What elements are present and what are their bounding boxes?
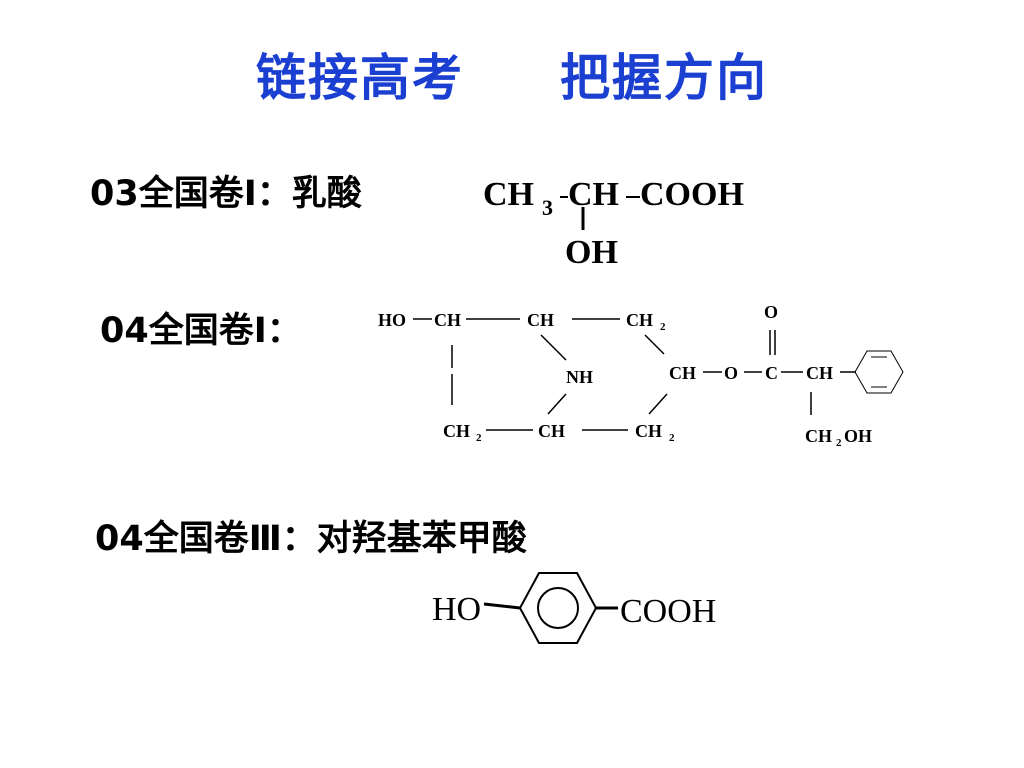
hba-bond-left [483,602,521,610]
alk-ch-a: CH [434,310,461,330]
alk-ch-c: CH [669,363,696,383]
title-right: 把握方向 [560,49,768,107]
item-label-hydroxybenzoic-acid: 04全国卷Ⅲ：对羟基苯甲酸 [95,519,527,559]
alk-ch2-a: CH [626,310,653,330]
item-label-lactic-acid: 03全国卷Ⅰ：乳酸 [90,174,362,214]
alk-o-top: O [764,302,778,322]
lactic-acid-structure: CH 3 CH COOH OH [483,176,744,271]
alk-ch-b: CH [527,310,554,330]
alk-ch2oh-oh: OH [844,426,872,446]
alk-ch2-b-sub: 2 [476,432,482,444]
alk-o-mid: O [724,363,738,383]
item-label-alkaloid: 04全国卷Ⅰ： [100,311,302,351]
alk-ch-d: CH [806,363,833,383]
alk-benzene-ring [854,350,904,394]
alk-bond [644,334,665,355]
lactic-oh: OH [565,234,618,271]
alk-ch2oh-sub: 2 [836,437,842,449]
lactic-ch: CH [568,176,619,213]
alk-ch2-c: CH [635,421,662,441]
hba-benzene-ring [518,572,598,644]
alk-ho: HO [378,310,406,330]
hba-ho: HO [432,591,481,628]
alk-ch-e: CH [538,421,565,441]
lactic-cooh: COOH [640,176,744,213]
alk-c: C [765,363,778,383]
alk-ch2-c-sub: 2 [669,432,675,444]
alk-bond [540,334,567,361]
alkaloid-structure: HO CH CH CH 2 O NH CH O C CH CH 2 CH [378,302,904,449]
slide-title: 链接高考 把握方向 [0,38,1024,110]
hydroxybenzoic-acid-structure: HO COOH [432,572,716,644]
alk-nh: NH [566,367,593,387]
alk-ch2-a-sub: 2 [660,321,666,333]
hba-cooh: COOH [620,593,716,630]
alk-bond [547,393,567,415]
alk-ch2-b: CH [443,421,470,441]
alk-ch2oh-ch: CH [805,426,832,446]
alk-bond [648,393,668,415]
lactic-ch3: CH [483,176,534,213]
lactic-ch3-subscript: 3 [542,195,553,220]
title-left: 链接高考 [256,49,464,107]
hba-ring-circle [537,587,579,629]
